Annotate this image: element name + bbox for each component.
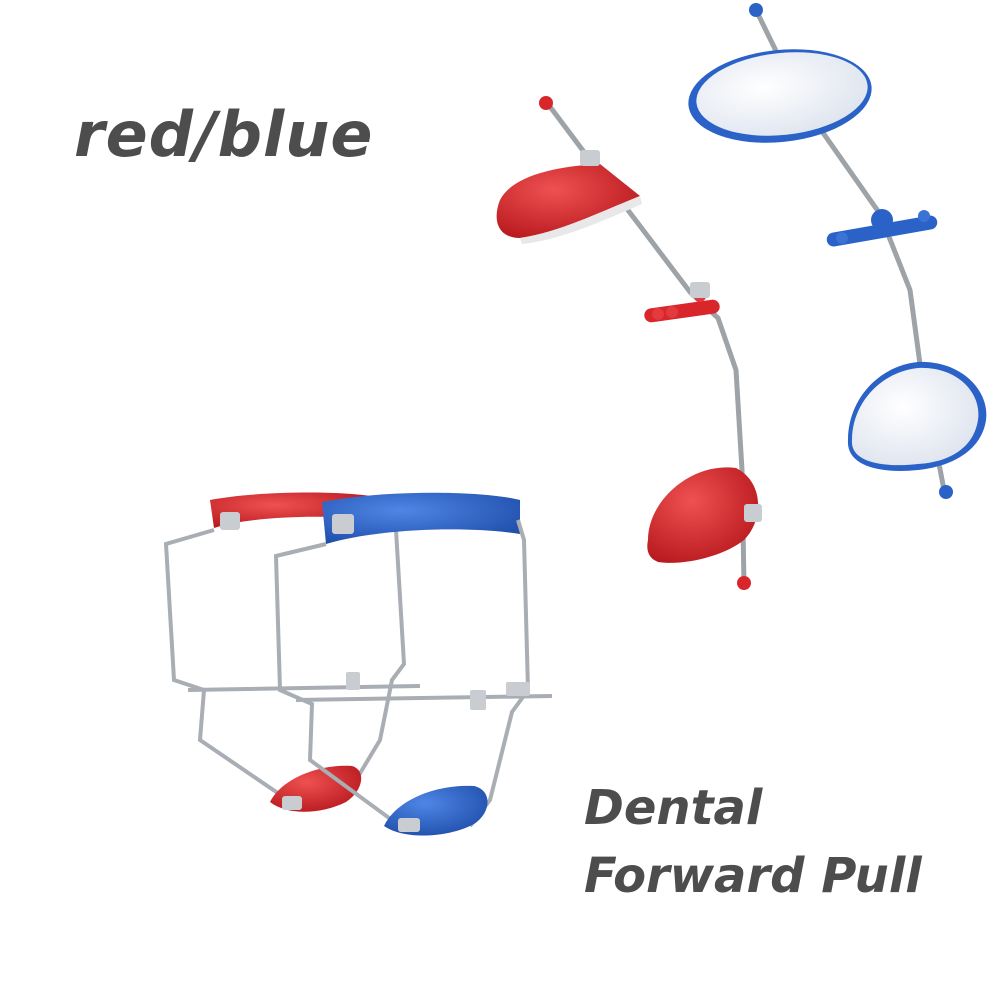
product-caption-line-2: Forward Pull	[584, 848, 922, 904]
product-caption: Dental Forward Pull	[584, 774, 922, 910]
red-facemask-front	[163, 492, 421, 812]
blue-facemask-front	[273, 492, 553, 836]
blue-facemask-side	[688, 3, 987, 499]
product-caption-line-1: Dental	[584, 780, 763, 836]
red-facemask-side	[496, 96, 762, 590]
variant-caption: red/blue	[74, 98, 374, 171]
